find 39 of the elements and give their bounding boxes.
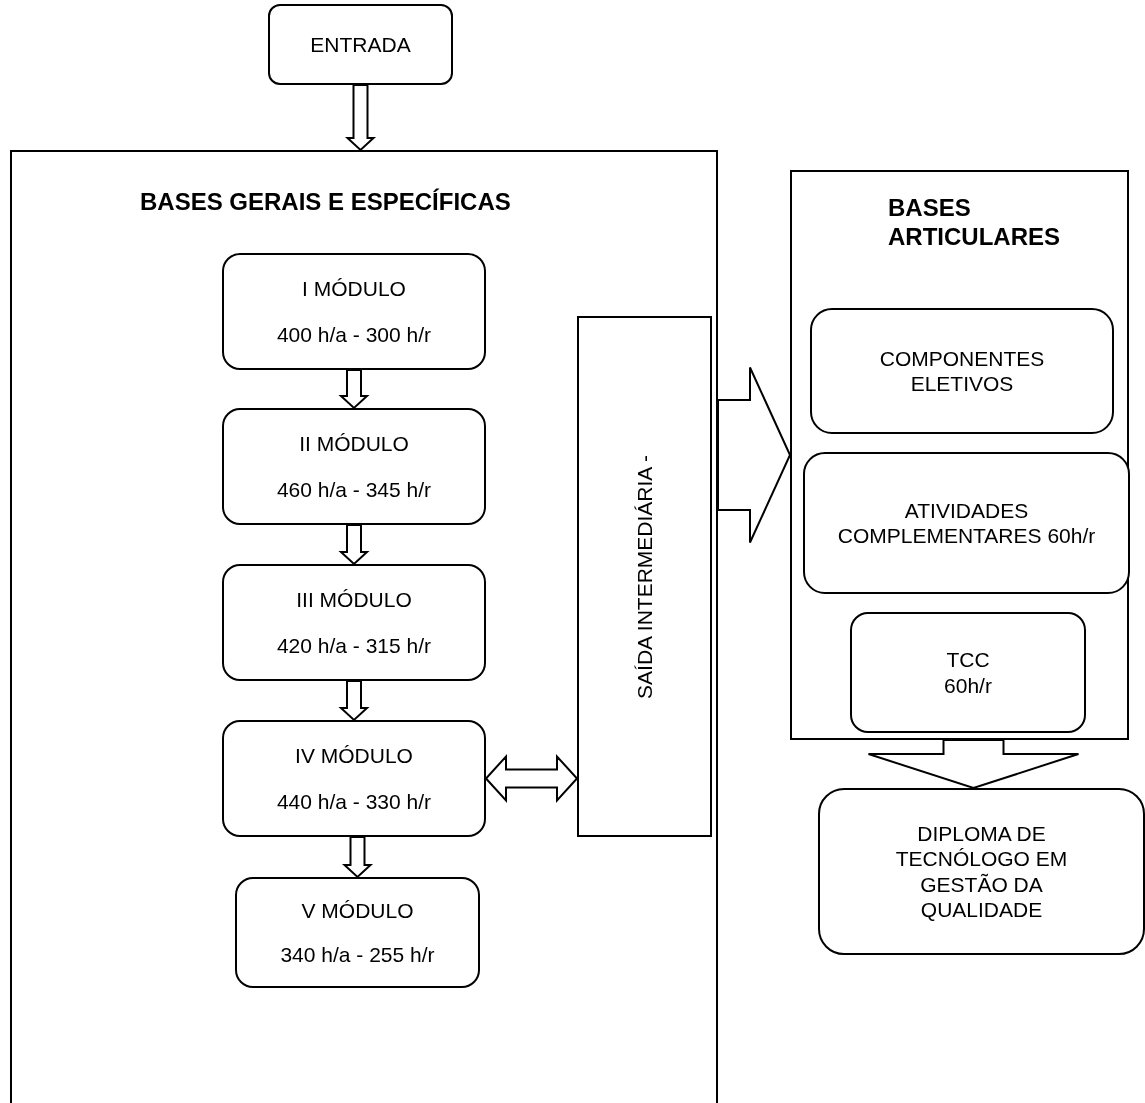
node-text: IV MÓDULO — [294, 742, 414, 769]
vertical-label: SAÍDA INTERMEDIÁRIA - — [631, 454, 657, 699]
node-text: III MÓDULO — [295, 586, 413, 613]
process-box — [268, 4, 453, 85]
module-box — [222, 253, 486, 370]
node-text: 340 h/a - 255 h/r — [279, 941, 436, 968]
module-box — [222, 720, 486, 837]
block-arrow — [338, 680, 370, 722]
block-arrow — [344, 84, 377, 152]
block-arrow — [867, 739, 1080, 790]
group-panel — [10, 150, 718, 1103]
block-arrow — [338, 369, 370, 410]
group-panel — [790, 170, 1129, 740]
module-box — [235, 877, 480, 988]
node-text: TCC 60h/r — [943, 647, 993, 698]
block-arrow — [717, 366, 792, 544]
node-text: V MÓDULO — [300, 897, 415, 924]
node-text: I MÓDULO — [301, 275, 407, 302]
node-text: DIPLOMA DE TECNÓLOGO EM GESTÃO DA QUALIDADE — [894, 821, 1069, 922]
block-arrow — [338, 524, 370, 566]
result-box — [818, 788, 1145, 955]
node-text: II MÓDULO — [298, 430, 410, 457]
module-box — [222, 564, 486, 681]
exit-bar — [577, 316, 712, 837]
process-box — [810, 308, 1114, 434]
panel-heading: BASES GERAIS E ESPECÍFICAS — [139, 188, 512, 217]
panel-heading: BASES ARTICULARES — [887, 194, 1061, 252]
block-arrow — [484, 753, 579, 804]
node-text: 400 h/a - 300 h/r — [275, 321, 433, 348]
process-box — [803, 452, 1130, 594]
node-text: ENTRADA — [309, 31, 412, 58]
node-text: 460 h/a - 345 h/r — [275, 476, 433, 503]
module-box — [222, 408, 486, 525]
node-text: ATIVIDADES COMPLEMENTARES 60h/r — [836, 497, 1097, 549]
node-text: 440 h/a - 330 h/r — [275, 788, 433, 815]
process-box — [850, 612, 1086, 733]
node-text: 420 h/a - 315 h/r — [275, 632, 433, 659]
node-text: COMPONENTES ELETIVOS — [878, 345, 1046, 397]
block-arrow — [341, 836, 374, 879]
